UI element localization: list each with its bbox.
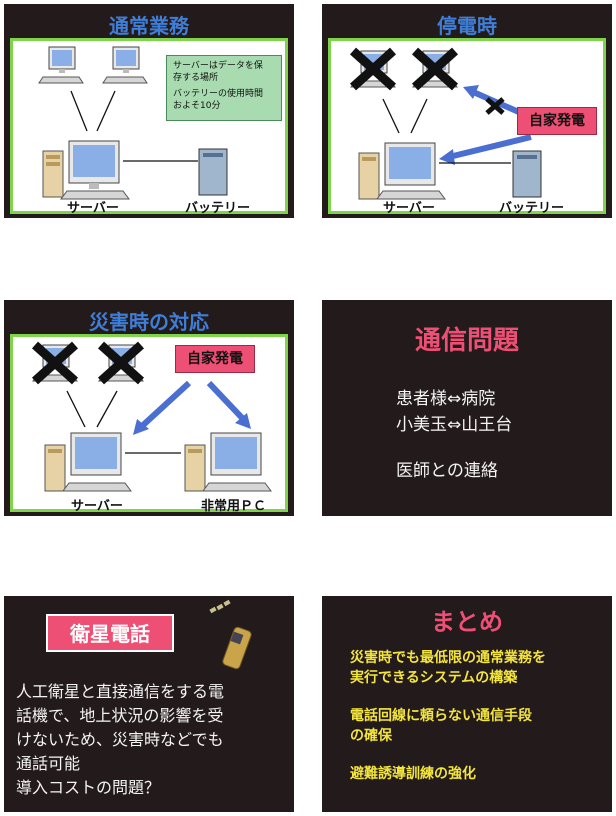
generator-box: 自家発電 (175, 345, 255, 373)
text-line: 導入コストの問題？ (16, 778, 161, 797)
diagram-frame: 自家発電 サーバー バッテリー (328, 38, 606, 216)
server-icon (358, 142, 446, 200)
x-mark-icon (485, 97, 505, 115)
battery-label: バッテリー (499, 201, 565, 216)
slide-title: まとめ (431, 608, 503, 636)
text-line: けないため、災害時などでも (16, 730, 224, 749)
network-diagram (349, 47, 542, 200)
slide-title: 停電時 (437, 14, 497, 38)
slide-title: 災害時の対応 (89, 310, 209, 334)
slide-satellite-phone: 衛星電話 人工衛星と直接通信をする電 話機で、地上状況の影響を受 けないため、災… (4, 596, 294, 812)
server-icon (42, 140, 130, 200)
slide-title: 通信問題 (414, 326, 519, 356)
text-line: 人工衛星と直接通信をする電 (16, 682, 225, 701)
battery-icon (512, 150, 542, 198)
slide-power-outage: 停電時 (322, 4, 612, 218)
text-line: 災害時でも最低限の通常業務を (350, 650, 546, 666)
text-line: 医師との連絡 (396, 461, 498, 481)
network-diagram (38, 46, 228, 200)
slide-disaster-response: 災害時の対応 (4, 300, 294, 516)
client-pc-icon (38, 46, 84, 84)
emergency-pc-label: 非常用ＰＣ (201, 499, 267, 514)
x-mark-icon (97, 341, 145, 385)
client-pc-icon (102, 46, 148, 84)
x-mark-icon (349, 47, 397, 91)
text-line: 電話回線に頼らない通信手段 (350, 708, 532, 724)
server-label: サーバー (383, 201, 435, 216)
text-line: 避難誘導訓練の強化 (350, 766, 476, 782)
server-label: サーバー (71, 499, 123, 514)
x-mark-icon (411, 47, 459, 91)
network-diagram (31, 341, 272, 492)
slide-normal-operation: 通常業務 (4, 4, 294, 218)
server-icon (44, 432, 132, 492)
battery-label: バッテリー (185, 201, 251, 216)
text-line: 小美玉⇔山王台 (396, 415, 513, 435)
server-note: サーバーはデータを保 存する場所 バッテリーの使用時間 およそ10分 (166, 55, 282, 121)
satellite-phone-icon (209, 599, 252, 670)
diagram-frame: 自家発電 サーバー 非常用ＰＣ (10, 334, 288, 514)
x-mark-icon (31, 341, 79, 385)
text-line: 患者様⇔病院 (396, 389, 496, 409)
server-label: サーバー (67, 201, 119, 216)
slide-communication-issues: 通信問題 患者様⇔病院 小美玉⇔山王台 医師との連絡 (322, 300, 612, 516)
text-line: 通話可能 (16, 754, 81, 773)
generator-box: 自家発電 (517, 107, 597, 135)
slide-summary: まとめ 災害時でも最低限の通常業務を 実行できるシステムの構築 電話回線に頼らな… (322, 596, 612, 812)
text-line: 実行できるシステムの構築 (350, 670, 518, 686)
slide-title: 衛星電話 (46, 614, 174, 652)
text-line: 話機で、地上状況の影響を受 (16, 706, 224, 725)
text-line: の確保 (350, 728, 392, 744)
battery-icon (198, 148, 228, 196)
emergency-pc-icon (184, 432, 272, 492)
diagram-frame: サーバーはデータを保 存する場所 バッテリーの使用時間 およそ10分 サーバー … (10, 38, 288, 216)
slide-title: 通常業務 (109, 14, 189, 38)
